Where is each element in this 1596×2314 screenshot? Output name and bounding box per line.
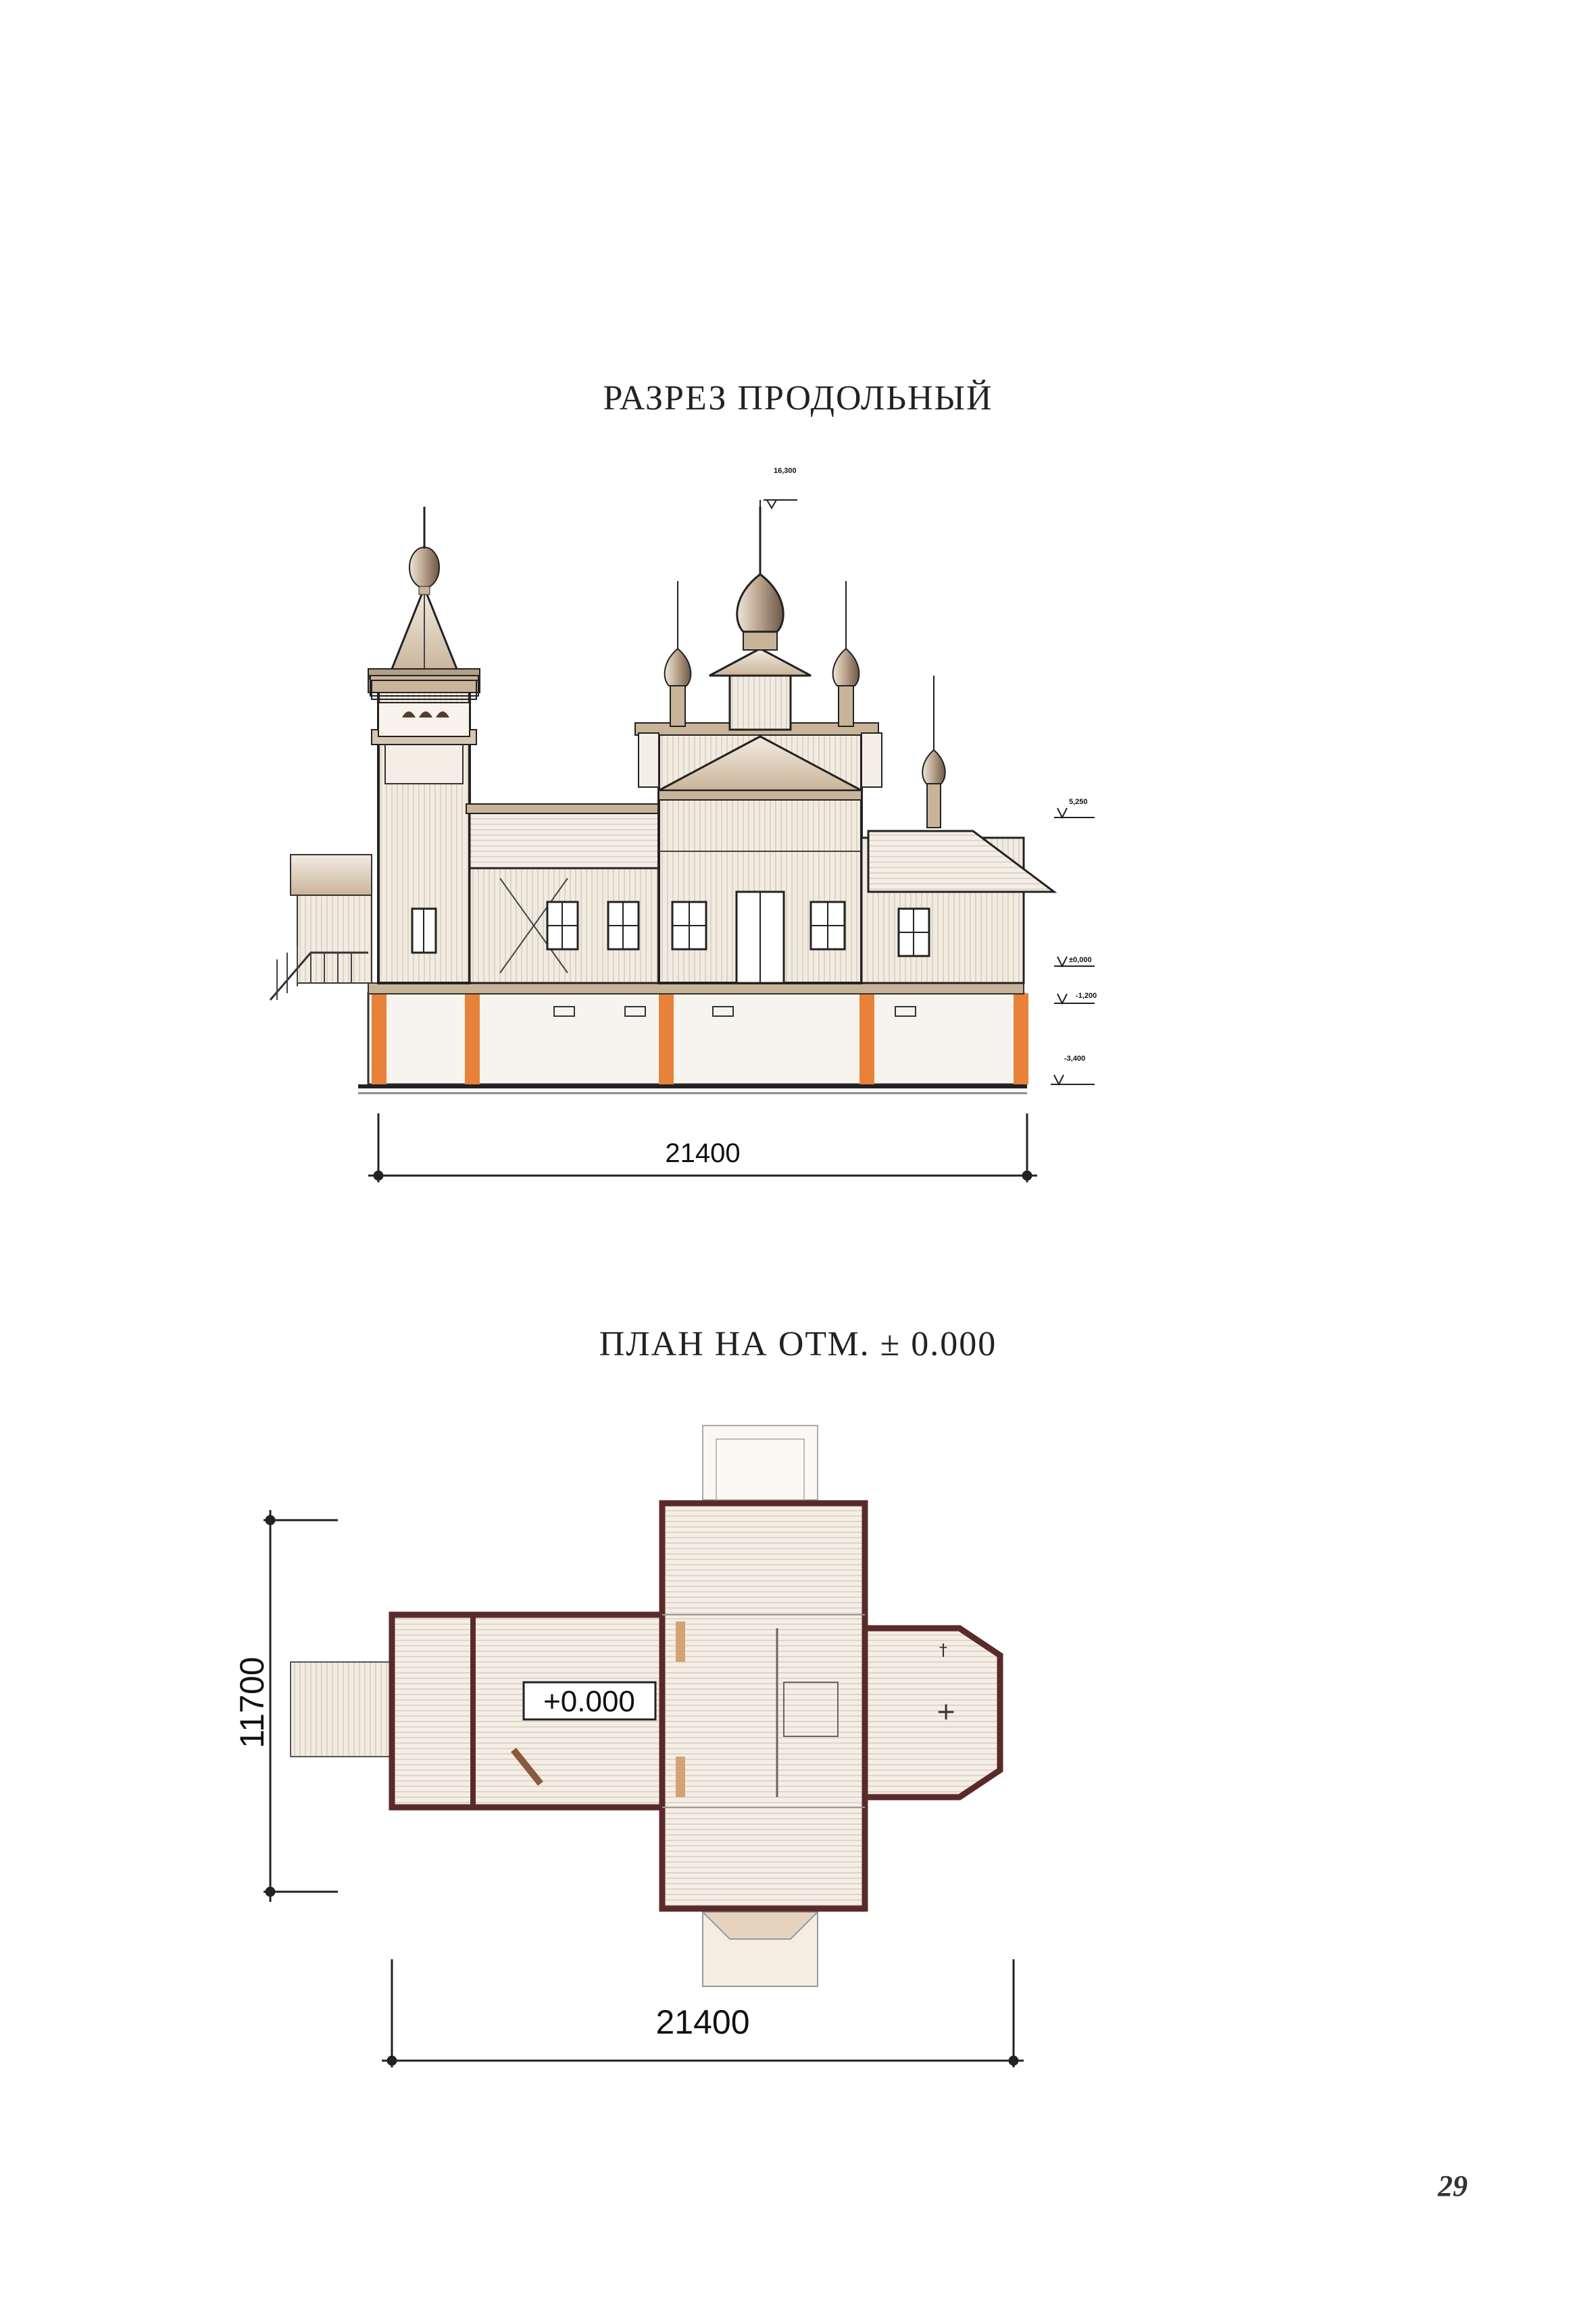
- mark-ground: -1,200: [1076, 992, 1097, 1000]
- section-title: РАЗРЕЗ ПРОДОЛЬНЫЙ: [603, 379, 993, 418]
- section-dimension-label: 21400: [665, 1138, 740, 1168]
- floor-plan: +0.000 + †: [290, 1425, 1003, 1987]
- foundation-pier: [372, 993, 386, 1084]
- plan-title: ПЛАН НА ОТМ. ± 0.000: [599, 1325, 997, 1363]
- main-dome: [736, 573, 784, 633]
- plan-level-label: +0.000: [543, 1685, 635, 1718]
- page-number: 29: [1438, 2169, 1468, 2203]
- mark-base: -3,400: [1064, 1055, 1085, 1063]
- mark-eave: 5,250: [1069, 798, 1088, 806]
- section-dimension-line: [368, 1113, 1037, 1182]
- plan-height-dimension-line: [264, 1510, 338, 1902]
- foundation-pier: [859, 993, 874, 1084]
- level-marks: [759, 499, 1095, 1086]
- mark-top: 16,300: [774, 467, 797, 475]
- svg-text:+: +: [936, 1698, 956, 1726]
- plan-apse: [862, 1625, 1003, 1801]
- svg-text:†: †: [939, 1640, 947, 1659]
- section-drawing: [269, 507, 1057, 1095]
- plan-width-label: 21400: [655, 2003, 749, 2041]
- foundation-pier: [465, 993, 480, 1084]
- mark-floor: ±0,000: [1069, 956, 1092, 964]
- plan-width-dimension-line: [382, 1959, 1024, 2067]
- plan-height-label: 11700: [233, 1657, 271, 1748]
- plan-central: [659, 1500, 868, 1912]
- foundation-pier: [659, 993, 674, 1084]
- foundation-pier: [1014, 993, 1028, 1084]
